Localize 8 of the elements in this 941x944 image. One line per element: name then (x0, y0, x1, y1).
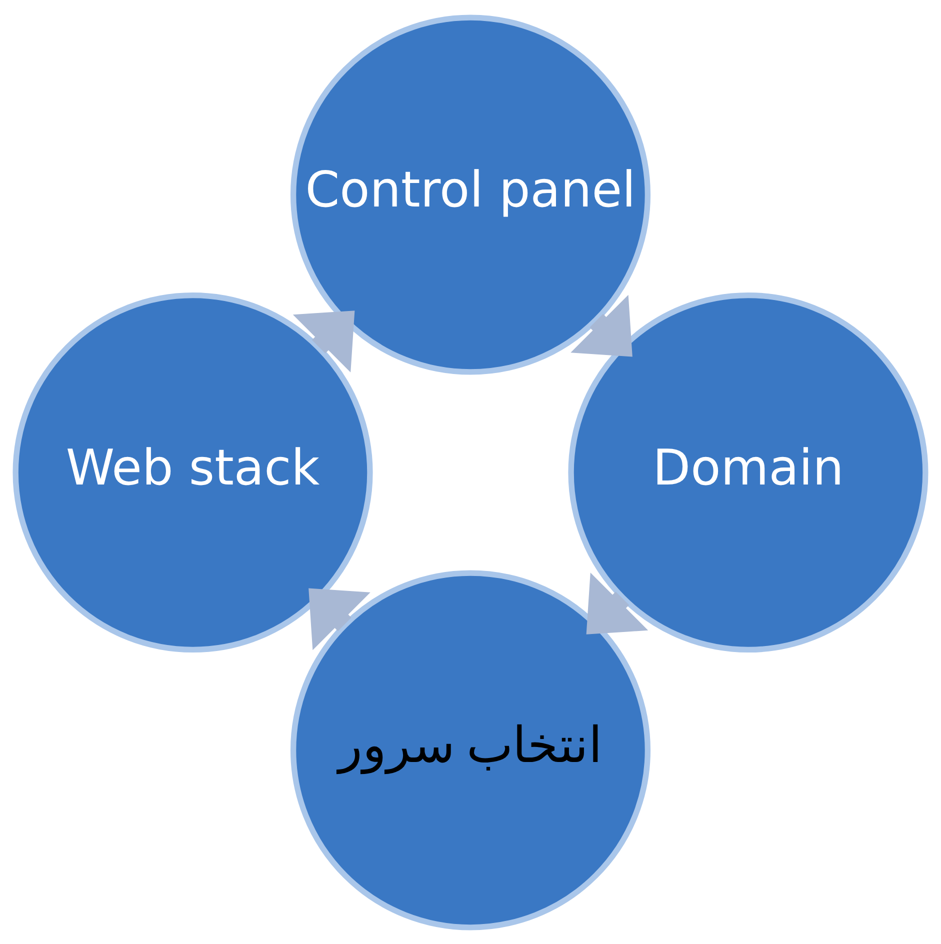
arrow (292, 310, 355, 372)
arrow (570, 294, 632, 356)
node-circle: Domain (568, 292, 928, 652)
arrow (586, 572, 648, 634)
node-circle: انتخاب سرور (290, 570, 651, 930)
arrow (308, 588, 370, 650)
node-circle: Web stack (12, 292, 373, 652)
node-circle: Control panel (290, 14, 651, 374)
